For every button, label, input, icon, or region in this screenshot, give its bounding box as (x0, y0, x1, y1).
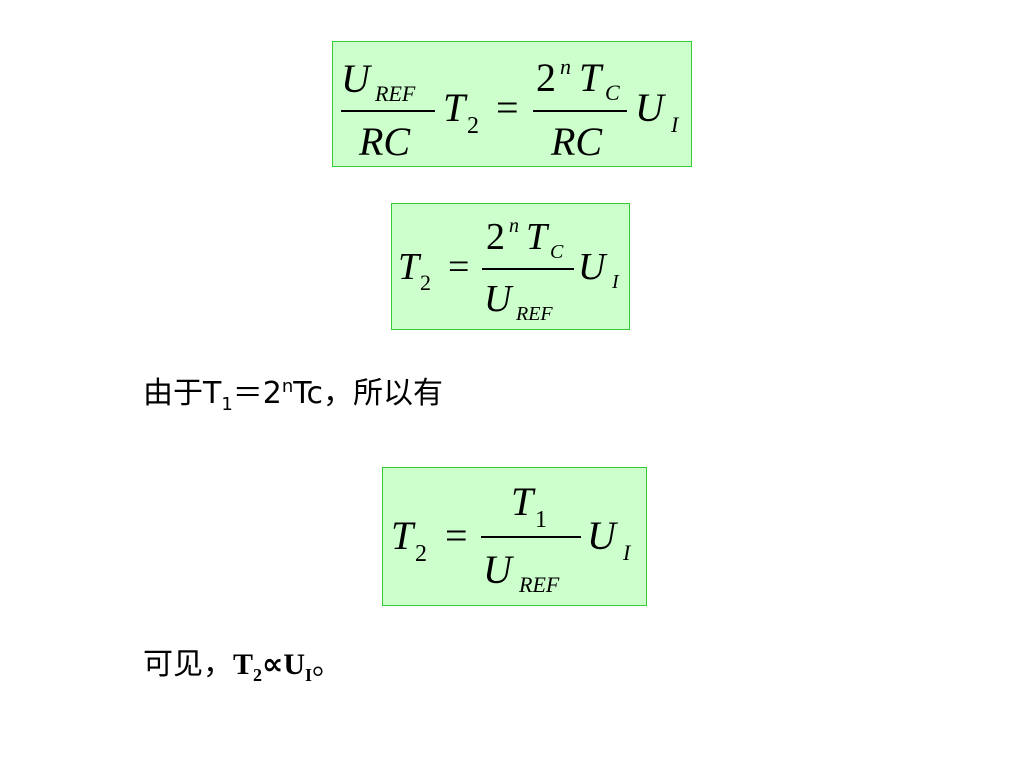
eq3-numerator-sub: 1 (535, 507, 547, 533)
eq3-t: T (391, 513, 414, 558)
eq1-numerator-left-sub: REF (375, 81, 416, 106)
statement-2-tail: 。 (312, 647, 343, 682)
eq3-denominator-u: U (483, 547, 512, 592)
eq2-t: T (398, 246, 420, 288)
eq3-u: U (587, 513, 616, 558)
eq1-numerator-left-u: U (341, 56, 370, 101)
statement-2-u: U (283, 648, 306, 681)
statement-1-t-sub: 1 (221, 394, 233, 415)
eq1-denominator-right: RC (551, 119, 603, 164)
statement-1-tail: Tc，所以有 (293, 376, 444, 411)
eq1-left-fraction-bar (341, 110, 435, 112)
eq3-fraction-bar (481, 536, 581, 538)
eq2-t-sub: 2 (420, 270, 431, 295)
statement-2-prop-symbol: ∝ (262, 647, 284, 682)
eq1-right-fraction-bar (533, 110, 627, 112)
statement-2-t: T (233, 648, 254, 681)
statement-2-prefix: 可见， (143, 647, 233, 682)
eq3-numerator-t: T (511, 479, 534, 524)
eq1-numerator-right-t-sub: C (605, 80, 620, 105)
eq1-numerator-right-base: 2 (536, 55, 556, 100)
eq2-numerator-t-sub: C (550, 241, 564, 263)
statement-1: 由于T1＝2nTc，所以有 (143, 378, 443, 414)
eq1-numerator-right-exp: n (560, 54, 571, 79)
statement-2-u-sub: I (305, 665, 313, 685)
statement-2: 可见，T2∝UI。 (143, 647, 343, 685)
eq3-equals: = (445, 513, 468, 558)
eq2-fraction-bar (482, 268, 574, 270)
statement-2-t-sub: 2 (253, 665, 263, 685)
statement-1-eq-part: ＝2 (232, 376, 282, 411)
eq1-numerator-right-t: T (579, 55, 602, 100)
eq3-t-sub: 2 (415, 541, 427, 567)
eq1-t-sub: 2 (467, 113, 479, 139)
equation-box-1: U REF RC T 2 = 2 n T C RC U I (332, 41, 692, 167)
equation-box-2: T 2 = 2 n T C U REF U I (391, 203, 630, 330)
eq3-denominator-sub: REF (519, 572, 560, 597)
eq2-numerator-t: T (526, 216, 548, 258)
eq2-u: U (578, 246, 606, 288)
eq1-t: T (443, 85, 466, 130)
eq2-denominator-u: U (484, 278, 512, 320)
eq1-equals: = (496, 85, 519, 130)
eq2-equals: = (448, 246, 470, 288)
eq1-denominator-left: RC (359, 119, 411, 164)
eq3-u-sub: I (623, 540, 631, 565)
eq2-u-sub: I (612, 271, 619, 293)
eq2-numerator-base: 2 (486, 216, 505, 258)
statement-1-exp: n (281, 376, 294, 397)
eq2-denominator-sub: REF (516, 303, 553, 325)
eq1-u-sub: I (671, 112, 679, 137)
eq1-u: U (635, 85, 664, 130)
equation-box-3: T 2 = T 1 U REF U I (382, 467, 647, 606)
statement-1-prefix: 由于T (143, 376, 222, 411)
eq2-numerator-exp: n (509, 215, 519, 237)
